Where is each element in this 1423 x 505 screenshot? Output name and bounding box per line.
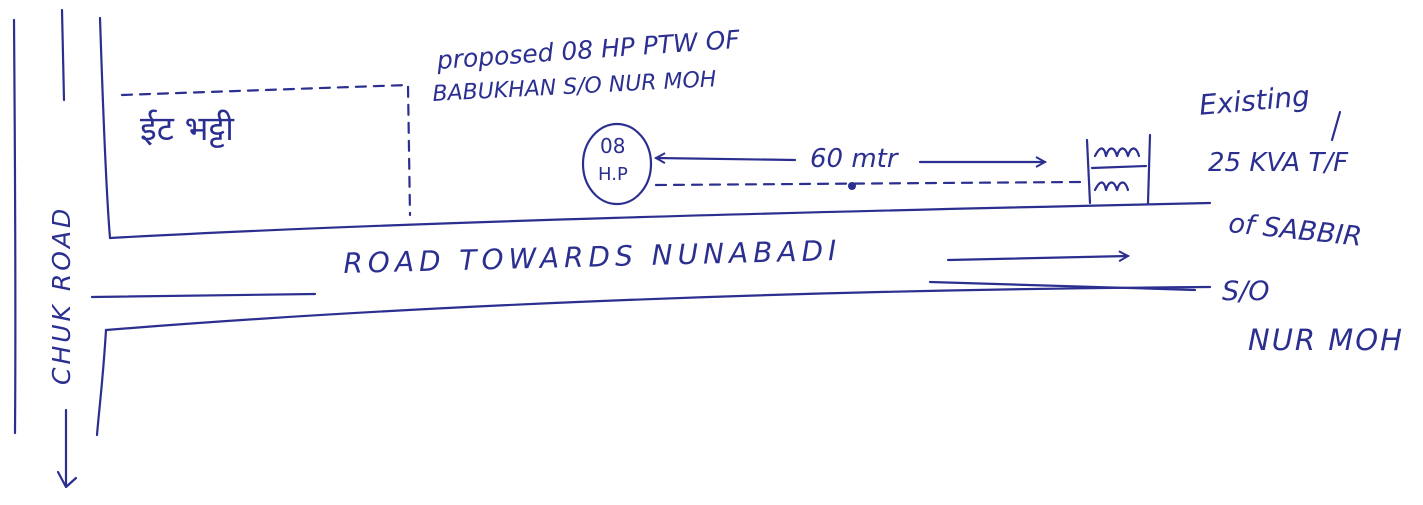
father-name-label: NUR MOH — [1248, 323, 1404, 357]
transformer-box — [1085, 133, 1152, 205]
transformer-coil-bottom — [1093, 181, 1130, 192]
distance-arrow-left — [656, 158, 797, 160]
transformer-pointer — [1330, 110, 1342, 142]
road-middle-line — [90, 280, 1197, 299]
road-bottom-edge — [104, 285, 1212, 332]
road-corner-lower — [95, 328, 108, 437]
pump-capacity-label: 08 — [600, 134, 626, 158]
chuk-road-direction-arrow — [56, 408, 78, 489]
road-corner-upper — [98, 16, 112, 240]
chuk-road-left-edge — [12, 18, 17, 435]
proposed-pump-circle — [581, 122, 653, 206]
distance-dashed-line — [654, 180, 1082, 187]
chuk-road-direction-line — [60, 8, 66, 102]
road-top-edge — [108, 201, 1212, 240]
distance-label: 60 mtr — [810, 144, 898, 174]
road-direction-arrow — [946, 256, 1128, 260]
pump-unit-label: H.P — [598, 164, 628, 185]
transformer-capacity-label: 25 KVA T/F — [1208, 148, 1349, 178]
brick-kiln-hindi-label: ईट भट्टी — [140, 109, 234, 149]
kiln-plot-boundary — [120, 83, 412, 217]
chuk-road-label: CHUK ROAD — [47, 205, 76, 385]
son-of-label: S/O — [1222, 276, 1270, 307]
mid-point-dot — [848, 182, 856, 190]
transformer-coil-top — [1093, 147, 1141, 158]
